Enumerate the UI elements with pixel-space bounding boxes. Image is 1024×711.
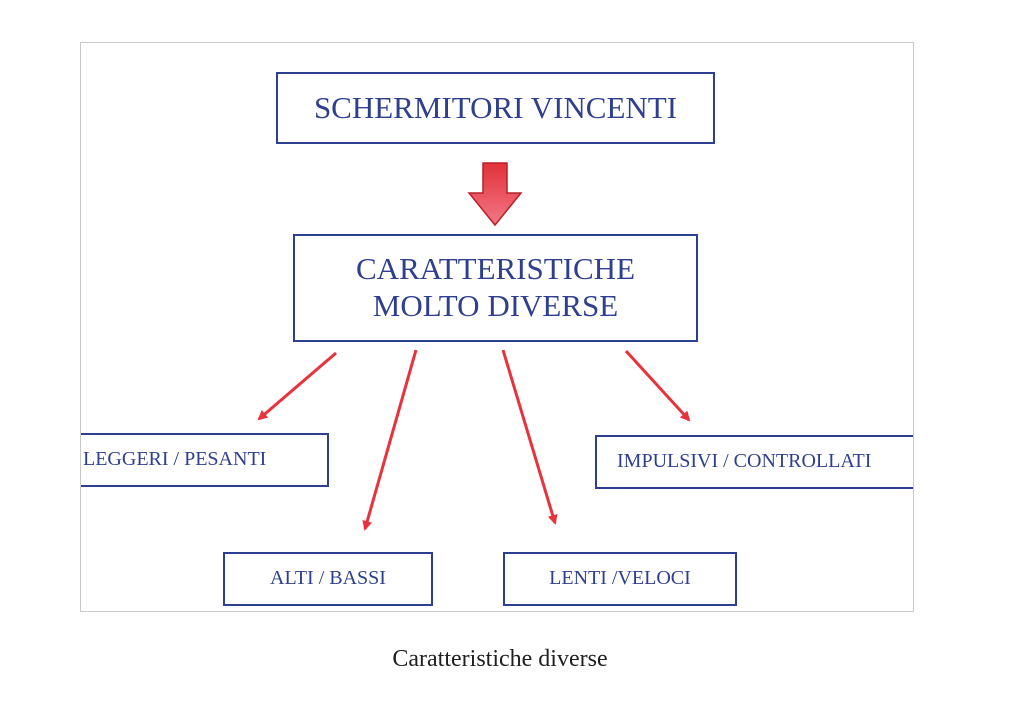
node-schermitori-vincenti: SCHERMITORI VINCENTI bbox=[276, 72, 715, 144]
node-caratteristiche-molto-diverse: CARATTERISTICHE MOLTO DIVERSE bbox=[293, 234, 698, 342]
node-root-label: SCHERMITORI VINCENTI bbox=[313, 89, 678, 125]
down-block-arrow-icon bbox=[467, 162, 523, 227]
arrow-to-impulsivi bbox=[624, 349, 691, 422]
arrow-to-alti bbox=[362, 349, 418, 531]
node-impulsivi-controllati: IMPULSIVI / CONTROLLATI bbox=[595, 435, 913, 489]
node-impulsivi-label: IMPULSIVI / CONTROLLATI bbox=[617, 450, 872, 473]
node-lenti-label: LENTI /VELOCI bbox=[549, 567, 691, 590]
node-center-line2: MOLTO DIVERSE bbox=[372, 288, 619, 323]
node-lenti-veloci: LENTI /VELOCI bbox=[503, 552, 737, 606]
arrow-to-lenti bbox=[501, 349, 558, 525]
node-alti-label: ALTI / BASSI bbox=[270, 567, 386, 590]
node-alti-bassi: ALTI / BASSI bbox=[223, 552, 433, 606]
node-leggeri-label: LEGGERI / PESANTI bbox=[83, 448, 267, 471]
diagram-frame: SCHERMITORI VINCENTI CARATTERISTICHE MOL… bbox=[80, 42, 914, 612]
figure-caption: Caratteristiche diverse bbox=[392, 646, 608, 672]
node-center-line1: CARATTERISTICHE bbox=[356, 251, 635, 287]
arrow-to-leggeri bbox=[257, 351, 337, 421]
node-leggeri-pesanti: LEGGERI / PESANTI bbox=[81, 433, 329, 487]
